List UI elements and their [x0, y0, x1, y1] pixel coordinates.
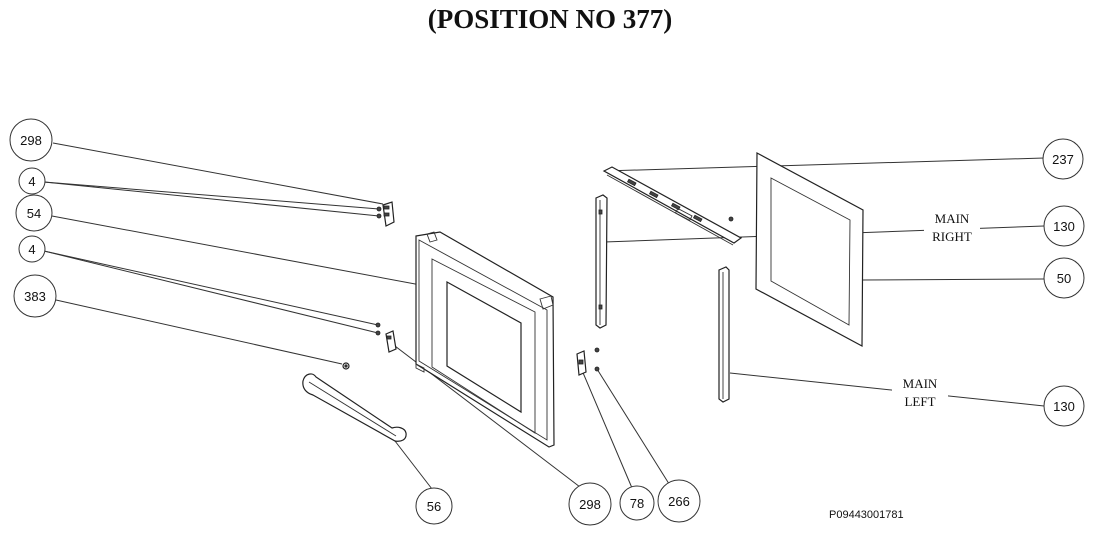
- leader-4-top-b: [43, 181, 380, 217]
- leader-237: [603, 157, 1045, 172]
- svg-text:54: 54: [27, 206, 41, 221]
- reference-code: P09443001781: [829, 509, 904, 521]
- leader-4-mid-a: [43, 250, 379, 326]
- small-screw-top-profile: [728, 216, 734, 222]
- callout-54: 54: [15, 194, 53, 232]
- top-profile: [602, 166, 743, 246]
- svg-text:298: 298: [20, 133, 42, 148]
- leader-130-bottom: [729, 372, 1045, 407]
- svg-text:130: 130: [1053, 219, 1075, 234]
- leader-4-top-a: [43, 181, 380, 210]
- svg-text:298: 298: [579, 497, 601, 512]
- leader-50: [860, 278, 1045, 281]
- leader-56: [394, 440, 433, 490]
- screws-mid: [375, 322, 381, 336]
- callouts: 298 4 54 4 383 56: [9, 118, 1085, 526]
- callout-4-top: 4: [18, 167, 46, 195]
- callout-130-top: 130: [1043, 205, 1085, 247]
- svg-text:50: 50: [1057, 271, 1071, 286]
- hinge-bracket-bottom: [385, 330, 397, 353]
- leader-4-mid-b: [43, 250, 379, 334]
- svg-text:4: 4: [28, 242, 35, 257]
- main-right-label-line1: MAIN: [935, 211, 970, 226]
- callout-50: 50: [1043, 257, 1085, 299]
- side-labels: MAIN RIGHT MAIN LEFT: [892, 210, 980, 409]
- svg-text:56: 56: [427, 499, 441, 514]
- door-handle: [302, 373, 407, 442]
- callout-78: 78: [619, 485, 655, 521]
- svg-text:130: 130: [1053, 399, 1075, 414]
- svg-text:383: 383: [24, 289, 46, 304]
- leader-383: [55, 299, 343, 365]
- leader-78: [580, 367, 633, 489]
- svg-text:78: 78: [630, 496, 644, 511]
- main-left-label-line1: MAIN: [903, 376, 938, 391]
- leader-266: [596, 368, 672, 488]
- small-clip-383: [342, 362, 350, 370]
- callout-4-mid: 4: [18, 235, 46, 263]
- svg-text:4: 4: [28, 174, 35, 189]
- leader-298-top: [52, 142, 384, 205]
- inner-glass-panel: [755, 152, 864, 347]
- side-profile-main-left: [718, 266, 730, 403]
- svg-text:266: 266: [668, 494, 690, 509]
- outer-door-panel: [415, 231, 555, 448]
- callout-298-top: 298: [9, 118, 53, 162]
- main-left-label-line2: LEFT: [904, 394, 935, 409]
- diagram-title: (POSITION NO 377): [427, 4, 673, 34]
- hinge-78: [576, 350, 587, 376]
- callout-56: 56: [415, 487, 453, 525]
- callout-383: 383: [13, 274, 57, 318]
- main-right-label-line2: RIGHT: [932, 229, 972, 244]
- leader-54: [51, 215, 427, 287]
- hinge-bracket-top: [382, 201, 395, 227]
- callout-266: 266: [657, 479, 701, 523]
- screws-266: [594, 347, 600, 372]
- callout-298-bottom: 298: [568, 482, 612, 526]
- side-profile-main-right: [595, 194, 608, 329]
- screws-top: [376, 206, 382, 219]
- callout-237: 237: [1042, 138, 1084, 180]
- callout-130-bottom: 130: [1043, 385, 1085, 427]
- svg-text:237: 237: [1052, 152, 1074, 167]
